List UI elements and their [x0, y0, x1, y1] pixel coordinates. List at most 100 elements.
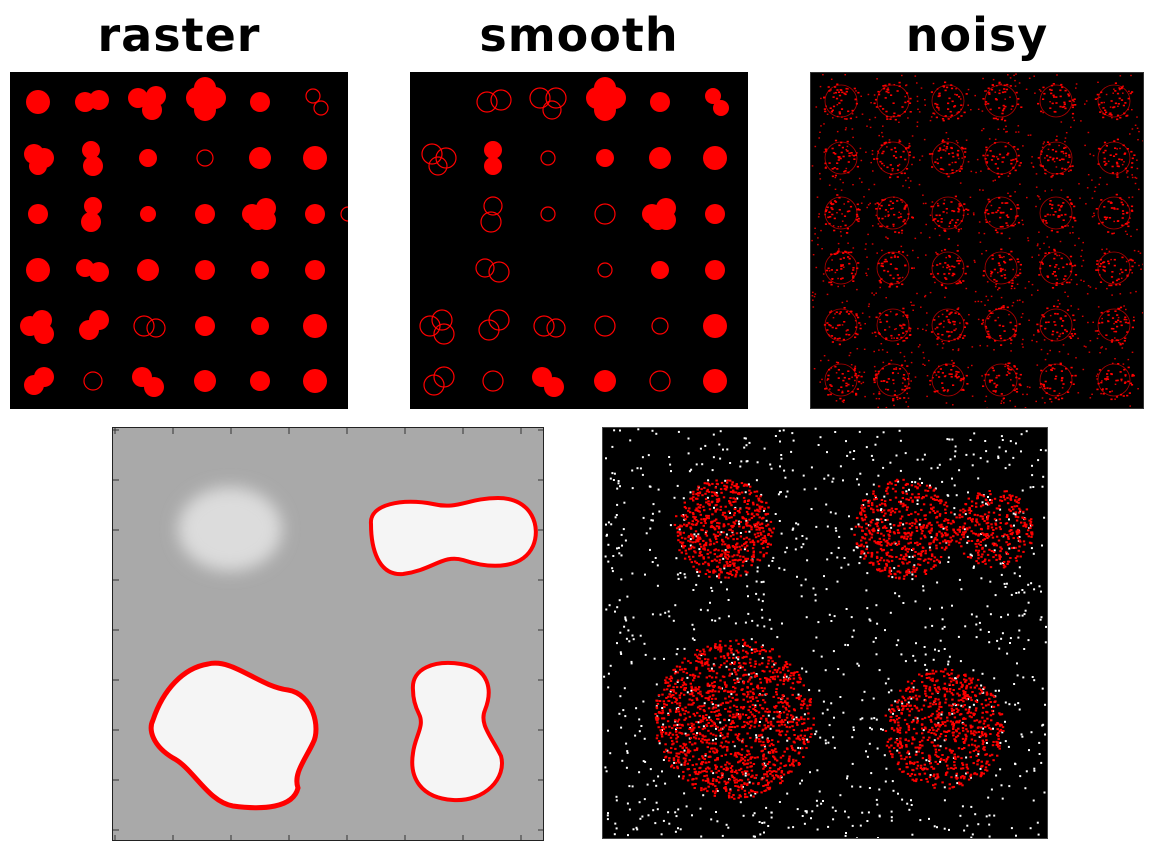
noise-speck — [922, 202, 925, 205]
white-noise-dot — [619, 695, 622, 698]
noisy-blob-speck — [922, 546, 925, 549]
white-noise-dot — [826, 558, 829, 561]
noise-speck — [943, 248, 947, 251]
noise-speck — [1050, 176, 1053, 178]
white-noise-dot — [682, 514, 685, 517]
noisy-blob-speck — [691, 537, 695, 540]
noise-speck — [897, 164, 900, 167]
noisy-blob-speck — [895, 544, 899, 546]
noise-speck — [836, 194, 839, 196]
noisy-blob-speck — [756, 540, 760, 543]
noise-speck — [901, 327, 904, 329]
white-noise-dot — [796, 575, 798, 578]
noisy-blob-speck — [935, 534, 938, 537]
noisy-blob-speck — [870, 533, 874, 536]
noise-speck — [893, 368, 896, 370]
white-noise-dot — [624, 616, 627, 619]
noisy-blob-speck — [1014, 511, 1017, 514]
noisy-blob-speck — [969, 510, 973, 512]
noise-speck — [937, 315, 940, 318]
noise-speck — [835, 311, 838, 313]
noisy-blob-contour — [824, 251, 858, 285]
noisy-blob-speck — [935, 544, 938, 547]
noisy-blob-speck — [772, 527, 775, 530]
white-noise-dot — [639, 467, 642, 470]
noise-speck — [1037, 289, 1039, 291]
noisy-blob-speck — [972, 532, 975, 535]
noisy-blob-speck — [881, 569, 884, 572]
noisy-blob-speck — [685, 525, 688, 528]
noisy-blob-speck — [729, 535, 733, 538]
white-noise-dot — [984, 440, 987, 442]
noisy-blob-speck — [725, 556, 728, 559]
noise-speck — [960, 168, 963, 170]
noise-speck — [845, 149, 848, 151]
noisy-blob-speck — [714, 504, 717, 507]
noisy-blob-speck — [723, 565, 726, 568]
noise-speck — [902, 220, 905, 223]
noise-speck — [892, 155, 896, 157]
noisy-blob-speck — [731, 530, 734, 533]
white-noise-dot — [611, 570, 614, 573]
noisy-blob-speck — [882, 509, 886, 512]
noisy-blob-speck — [904, 558, 907, 561]
noise-speck — [920, 232, 922, 234]
white-noise-dot — [663, 657, 665, 660]
white-noise-dot — [839, 696, 842, 698]
white-noise-dot — [997, 455, 1000, 458]
noisy-blob-speck — [861, 550, 864, 553]
noise-speck — [908, 145, 911, 147]
noisy-blob-speck — [868, 538, 871, 541]
noisy-blob-speck — [760, 542, 763, 545]
noise-speck — [886, 381, 889, 383]
white-noise-dot — [928, 817, 930, 820]
noisy-blob-speck — [944, 501, 948, 504]
noise-speck — [900, 245, 903, 248]
noise-speck — [929, 214, 932, 216]
noise-speck — [854, 98, 857, 100]
noise-speck — [1110, 258, 1112, 261]
noisy-blob-speck — [952, 535, 955, 538]
noise-speck — [841, 391, 844, 394]
noise-speck — [1062, 383, 1065, 385]
noisy-blob-speck — [935, 547, 938, 550]
noise-speck — [935, 116, 938, 119]
noisy-blob-speck — [687, 536, 690, 539]
noisy-blob-speck — [688, 558, 692, 561]
noise-speck — [1001, 109, 1005, 112]
noise-speck — [1060, 206, 1063, 208]
noise-speck — [871, 150, 874, 152]
noise-speck — [841, 373, 844, 375]
noise-speck — [827, 359, 830, 362]
white-noise-dot — [833, 615, 836, 618]
white-noise-dot — [641, 473, 644, 476]
white-noise-dot — [620, 533, 623, 536]
noise-speck — [934, 328, 937, 330]
white-noise-dot — [620, 578, 623, 581]
white-noise-dot — [992, 727, 994, 730]
noise-speck — [838, 196, 841, 199]
noise-speck — [1111, 232, 1114, 235]
noisy-blob-speck — [711, 482, 714, 485]
white-noise-dot — [902, 602, 905, 604]
noise-speck — [821, 248, 823, 250]
noise-speck — [960, 108, 962, 111]
noisy-blob-speck — [726, 562, 729, 565]
white-noise-dot — [726, 588, 728, 591]
noise-speck — [908, 102, 912, 104]
white-noise-dot — [679, 572, 682, 574]
noise-speck — [874, 116, 877, 119]
white-noise-dot — [832, 477, 835, 480]
noise-speck — [893, 196, 895, 198]
noise-speck — [996, 231, 999, 234]
noise-speck — [906, 365, 909, 367]
noise-speck — [1049, 101, 1051, 103]
noisy-blob-speck — [876, 532, 880, 534]
noise-speck — [1098, 96, 1101, 99]
noise-speck — [858, 209, 861, 211]
white-noise-dot — [819, 736, 822, 739]
noisy-blob-speck — [758, 510, 761, 513]
noisy-blob-speck — [919, 525, 922, 528]
noise-speck — [870, 161, 872, 164]
noisy-blob-speck — [870, 553, 874, 556]
